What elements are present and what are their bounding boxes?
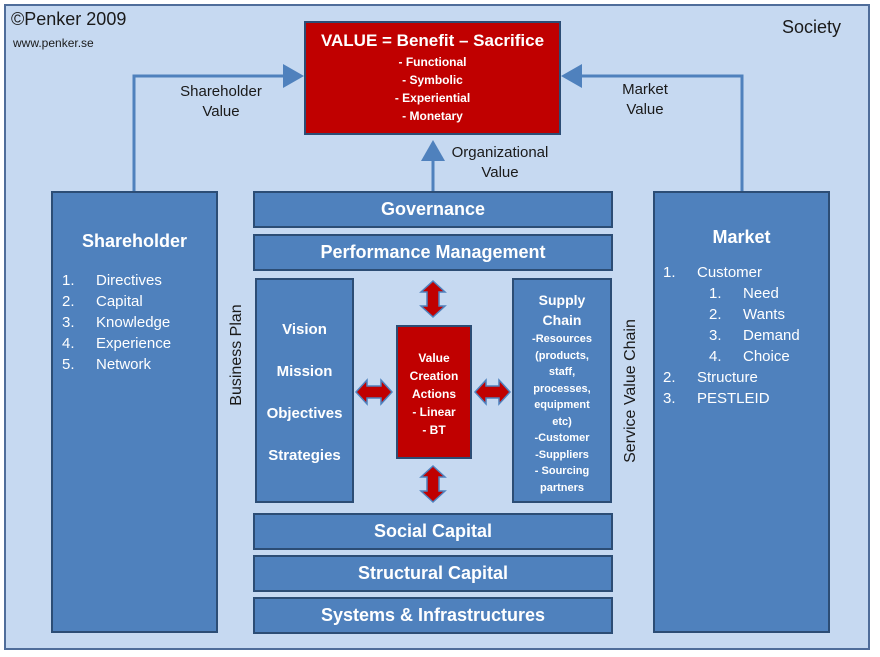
- supply-chain-line: -Suppliers: [535, 448, 589, 461]
- market-list-item: 2. Structure: [663, 367, 828, 388]
- list-item-number: 3.: [663, 390, 676, 407]
- organizational-value-label: Organizational Value: [444, 143, 556, 183]
- market-list-item: 1. Customer: [663, 262, 828, 283]
- supply-chain-title-2: Chain: [542, 312, 582, 328]
- supply-chain-list: -Resources (products, staff, processes, equi…: [514, 331, 610, 496]
- list-item-number: 4.: [62, 335, 75, 352]
- structural-capital-bar: Structural Capital: [253, 555, 613, 592]
- org-value-line-2: Value: [481, 164, 519, 181]
- list-item-text: Directives: [96, 272, 162, 289]
- supply-chain-box: Supply Chain -Resources (products, staff, p…: [512, 278, 612, 503]
- shareholder-list-item: 3. Knowledge: [62, 312, 216, 333]
- market-list-item: 2. Wants: [663, 304, 828, 325]
- supply-chain-line: equipment: [534, 399, 590, 411]
- list-item-text: Network: [96, 356, 152, 373]
- vc-item-linear: - Linear: [412, 405, 456, 419]
- market-value-line-1: Market: [622, 81, 668, 98]
- shareholder-list: 1. Directives 2. Capital 3. Knowledge 4. Experi…: [53, 270, 216, 375]
- list-item-text: Capital: [96, 293, 143, 310]
- supply-chain-line: staff,: [548, 366, 576, 378]
- market-value-arrow: [561, 64, 744, 191]
- supply-chain-line: (products,: [535, 349, 589, 362]
- list-item-text: Choice: [743, 348, 790, 365]
- vc-line-creation: Creation: [409, 369, 459, 383]
- list-item-text: Wants: [743, 306, 785, 323]
- list-item-number: 3.: [62, 314, 75, 331]
- value-box-title: VALUE = Benefit – Sacrifice: [320, 31, 545, 50]
- list-item-text: Demand: [743, 327, 800, 344]
- double-arrow-right: [473, 378, 512, 406]
- vc-line-value: Value: [418, 351, 450, 365]
- market-list: 1. Customer 1. Need 2. Wants 3. Demand 4. Choice 2…: [655, 262, 828, 409]
- value-item-monetary: - Monetary: [402, 109, 463, 123]
- market-title: Market: [712, 227, 771, 247]
- supply-chain-title-1: Supply: [538, 292, 586, 308]
- double-arrow-bottom: [419, 464, 447, 504]
- business-plan-box: Vision Mission Objectives Strategies: [255, 278, 354, 503]
- shareholder-title: Shareholder: [81, 231, 188, 251]
- plan-item-mission: Mission: [276, 363, 333, 380]
- list-item-text: Structure: [697, 369, 758, 386]
- list-item-number: 1.: [709, 285, 722, 302]
- market-list-item: 4. Choice: [663, 346, 828, 367]
- market-list-item: 3. Demand: [663, 325, 828, 346]
- value-item-functional: - Functional: [398, 55, 467, 69]
- list-item-text: PESTLEID: [697, 390, 770, 407]
- copyright-text: ©Penker 2009: [11, 9, 127, 29]
- market-box: Market 1. Customer 1. Need 2. Wants 3. Demand 4.…: [653, 191, 830, 633]
- society-label: Society: [782, 17, 842, 37]
- value-box: VALUE = Benefit – Sacrifice - Functional…: [304, 21, 561, 135]
- shareholder-value-label: Shareholder Value: [176, 82, 266, 122]
- systems-infrastructures-bar: Systems & Infrastructures: [253, 597, 613, 634]
- list-item-number: 4.: [709, 348, 722, 365]
- shareholder-list-item: 2. Capital: [62, 291, 216, 312]
- market-value-line-2: Value: [626, 101, 664, 118]
- plan-item-objectives: Objectives: [266, 405, 343, 422]
- double-arrow-left: [354, 378, 394, 406]
- shareholder-list-item: 1. Directives: [62, 270, 216, 291]
- supply-chain-line: partners: [539, 481, 585, 494]
- double-arrow-top: [419, 279, 447, 319]
- performance-management-bar: Performance Management: [253, 234, 613, 271]
- shareholder-value-arrow: [132, 64, 304, 191]
- supply-chain-line: -Customer: [534, 432, 590, 444]
- shareholder-list-item: 5. Network: [62, 354, 216, 375]
- list-item-number: 2.: [62, 293, 75, 310]
- list-item-text: Knowledge: [96, 314, 171, 331]
- value-item-experiential: - Experiential: [394, 91, 471, 105]
- shareholder-value-line-2: Value: [202, 103, 240, 120]
- list-item-number: 1.: [663, 264, 676, 281]
- list-item-number: 5.: [62, 356, 75, 373]
- website-text: www.penker.se: [13, 36, 94, 50]
- supply-chain-line: etc): [552, 415, 572, 428]
- vc-line-actions: Actions: [411, 387, 456, 401]
- market-value-label: Market Value: [610, 80, 680, 120]
- social-capital-bar: Social Capital: [253, 513, 613, 550]
- value-creation-box: Value Creation Actions - Linear - BT: [396, 325, 472, 459]
- list-item-number: 3.: [709, 327, 722, 344]
- list-item-number: 2.: [663, 369, 676, 386]
- org-value-line-1: Organizational: [451, 144, 549, 161]
- shareholder-value-line-1: Shareholder: [180, 83, 262, 100]
- shareholder-list-item: 4. Experience: [62, 333, 216, 354]
- shareholder-box: Shareholder 1. Directives 2. Capital 3. Knowl…: [51, 191, 218, 633]
- market-list-item: 3. PESTLEID: [663, 388, 828, 409]
- governance-bar: Governance: [253, 191, 613, 228]
- list-item-text: Experience: [96, 335, 172, 352]
- list-item-text: Need: [743, 285, 779, 302]
- value-item-symbolic: - Symbolic: [402, 73, 463, 87]
- supply-chain-line: - Sourcing: [534, 465, 590, 477]
- market-list-item: 1. Need: [663, 283, 828, 304]
- plan-item-strategies: Strategies: [268, 447, 341, 464]
- list-item-text: Customer: [697, 264, 763, 281]
- supply-chain-line: processes,: [533, 382, 591, 395]
- list-item-number: 2.: [709, 306, 722, 323]
- supply-chain-line: -Resources: [532, 333, 592, 345]
- plan-item-vision: Vision: [282, 321, 327, 338]
- list-item-number: 1.: [62, 272, 75, 289]
- vc-item-bt: - BT: [422, 423, 446, 437]
